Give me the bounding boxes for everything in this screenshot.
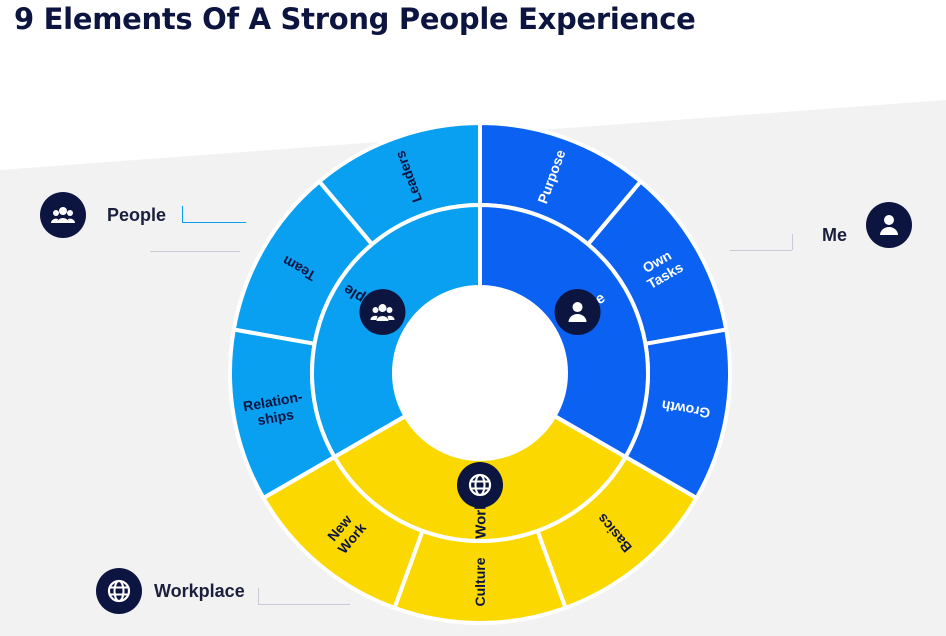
workplace-leader-tick xyxy=(258,588,259,604)
people-leader-line xyxy=(182,222,246,223)
globe-icon xyxy=(457,462,503,508)
page-title: 9 Elements Of A Strong People Experience xyxy=(14,2,696,36)
me-badge xyxy=(866,202,912,248)
segment-label-culture: Culture xyxy=(472,557,488,606)
group-ring-people xyxy=(310,202,482,460)
workplace-side-label: Workplace xyxy=(154,581,245,601)
people-group-icon xyxy=(51,207,75,223)
globe-icon xyxy=(107,579,131,603)
people-leader-tick xyxy=(182,206,183,222)
group-ring-me xyxy=(478,202,650,460)
people-group-icon xyxy=(359,289,406,336)
people-side-label: People xyxy=(107,205,167,225)
me-leader-line xyxy=(730,250,792,251)
person-icon xyxy=(880,215,898,235)
workplace-leader-line xyxy=(258,604,350,605)
center-circle xyxy=(396,289,564,457)
me-leader-tick xyxy=(792,234,793,250)
people-leader-line-gray xyxy=(150,251,240,252)
me-side-label: Me xyxy=(822,225,848,245)
person-icon xyxy=(554,289,601,336)
workplace-badge xyxy=(96,568,142,614)
people-badge xyxy=(40,192,86,238)
